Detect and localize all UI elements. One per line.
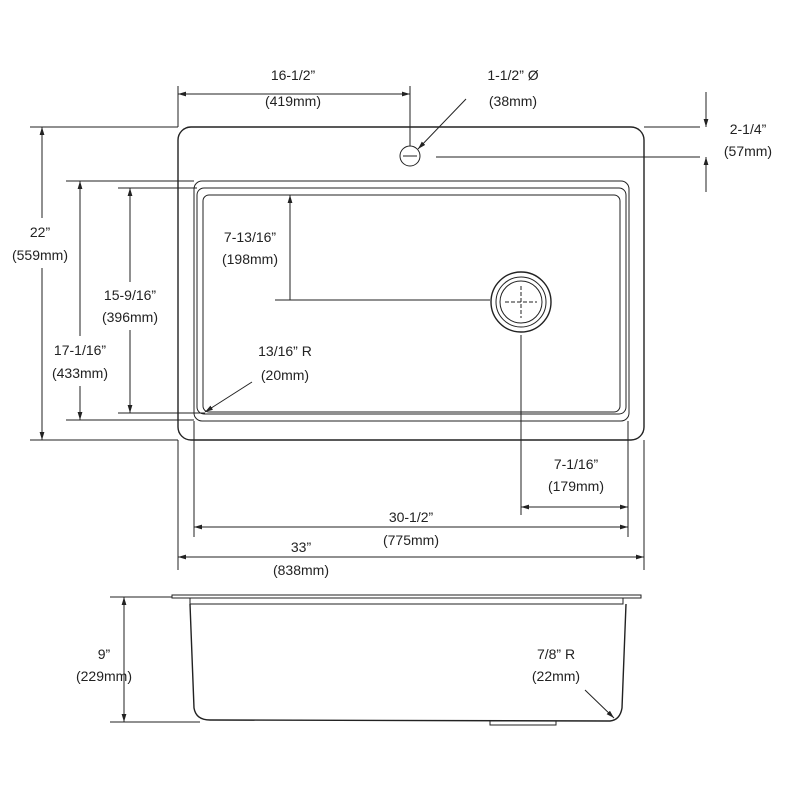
bowl-ledge — [196, 187, 627, 415]
bottom-radius-metric: (22mm) — [532, 668, 580, 684]
drain-icon — [490, 271, 552, 333]
dimension-labels: 16-1/2” (419mm) 1-1/2” Ø (38mm) 2-1/4” (… — [12, 67, 772, 684]
sink-top-view — [177, 126, 645, 441]
hole-offset-metric: (419mm) — [265, 93, 321, 109]
hole-diameter-metric: (38mm) — [489, 93, 537, 109]
bowl-width-metric: (775mm) — [383, 532, 439, 548]
bowl-depth-inner-imperial: 15-9/16” — [104, 287, 156, 303]
hole-from-edge-metric: (57mm) — [724, 143, 772, 159]
corner-radius-imperial: 13/16” R — [258, 343, 312, 359]
bowl-depth-outer-imperial: 17-1/16” — [54, 342, 106, 358]
hole-from-edge-imperial: 2-1/4” — [730, 121, 767, 137]
dimension-lines — [39, 91, 709, 722]
bowl-depth-outer-metric: (433mm) — [52, 365, 108, 381]
hole-offset-imperial: 16-1/2” — [271, 67, 316, 83]
overall-depth-metric: (559mm) — [12, 247, 68, 263]
extension-lines — [30, 86, 700, 723]
sink-rim — [177, 126, 645, 441]
overall-width-metric: (838mm) — [273, 562, 329, 578]
bowl-height-imperial: 9” — [98, 646, 111, 662]
bottom-radius-imperial: 7/8” R — [537, 646, 575, 662]
bowl-outer — [193, 180, 630, 422]
drain-from-side-imperial: 7-1/16” — [554, 456, 599, 472]
drain-from-back-imperial: 7-13/16” — [224, 229, 276, 245]
faucet-hole-icon — [399, 145, 421, 167]
drain-from-side-metric: (179mm) — [548, 478, 604, 494]
overall-depth-imperial: 22” — [30, 224, 51, 240]
hole-diameter-imperial: 1-1/2” Ø — [487, 67, 538, 83]
overall-width-imperial: 33” — [291, 539, 312, 555]
sink-side-view — [171, 594, 642, 726]
bowl-depth-inner-metric: (396mm) — [102, 309, 158, 325]
drain-from-back-metric: (198mm) — [222, 251, 278, 267]
bowl-height-metric: (229mm) — [76, 668, 132, 684]
bowl-inner — [202, 194, 621, 413]
bowl-width-imperial: 30-1/2” — [389, 509, 434, 525]
corner-radius-metric: (20mm) — [261, 367, 309, 383]
